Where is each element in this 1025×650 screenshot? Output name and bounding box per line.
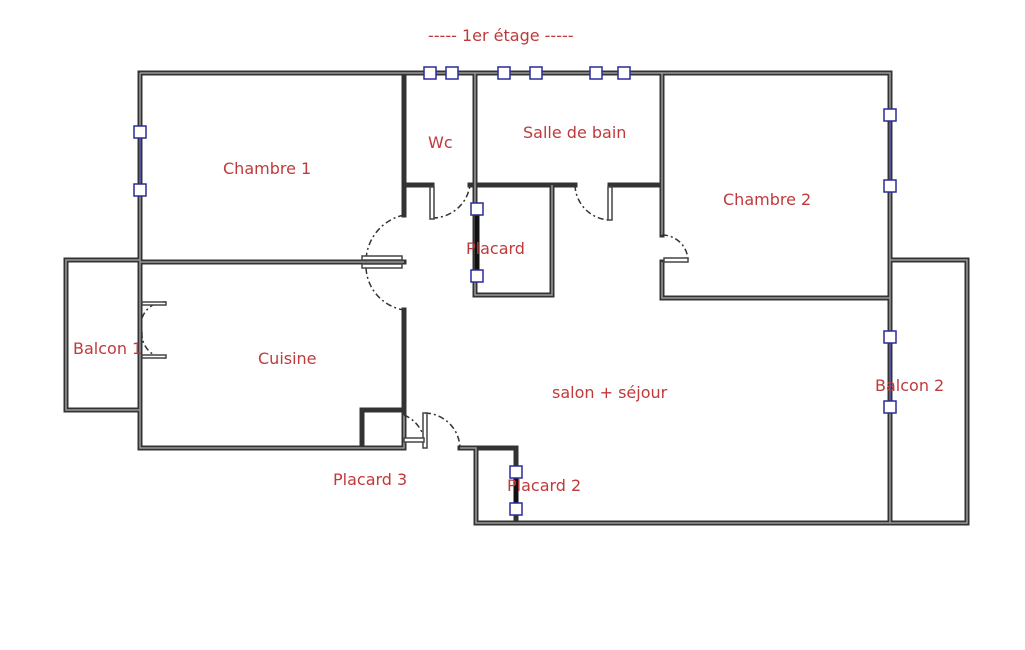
room-label-chambre-1: Chambre 1: [223, 159, 312, 178]
doors: [141, 184, 689, 449]
room-label-salon-sejour: salon + séjour: [552, 383, 668, 402]
room-label-balcon-1: Balcon 1: [73, 339, 143, 358]
walls: [63, 70, 970, 526]
room-label-chambre-2: Chambre 2: [723, 190, 812, 209]
room-label-salle-de-bain: Salle de bain: [523, 123, 627, 142]
room-label-wc: Wc: [428, 133, 453, 152]
room-label-balcon-2: Balcon 2: [875, 376, 945, 395]
room-label-cuisine: Cuisine: [258, 349, 317, 368]
room-label-placard-3: Placard 3: [333, 470, 408, 489]
room-label-placard: Placard: [466, 239, 525, 258]
room-label-placard-2: Placard 2: [507, 476, 582, 495]
windows: [133, 66, 897, 516]
floor-title: ----- 1er étage -----: [428, 26, 574, 45]
